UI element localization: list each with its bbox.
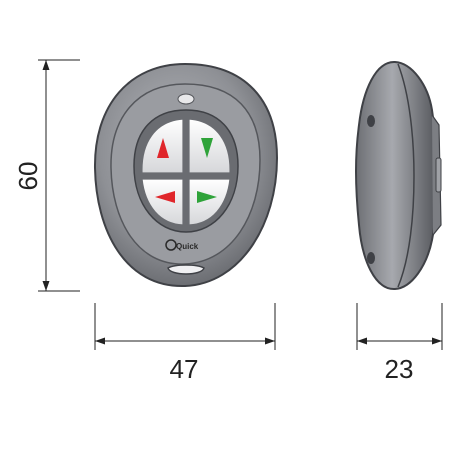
- height-dimension: 60: [13, 59, 80, 292]
- arrow-down-icon: [201, 138, 213, 158]
- arrow-right-icon: [265, 337, 275, 345]
- arrow-up-icon: [157, 138, 169, 158]
- button-left[interactable]: [141, 178, 184, 226]
- brand-logo: Quick: [165, 239, 199, 251]
- width-label: 47: [170, 354, 199, 384]
- side-hole-top: [367, 115, 375, 127]
- button-right[interactable]: [188, 178, 231, 226]
- height-label: 60: [13, 162, 43, 191]
- depth-label: 23: [385, 354, 414, 384]
- arrow-left-icon: [95, 337, 105, 345]
- arrow-up-icon: [42, 60, 50, 70]
- button-up[interactable]: [141, 118, 184, 174]
- arrow-left-icon: [155, 191, 175, 203]
- side-button-bump: [435, 157, 442, 193]
- arrow-right-icon: [432, 337, 442, 345]
- button-down[interactable]: [188, 118, 231, 174]
- side-hole-bottom: [367, 252, 375, 264]
- led-icon: [177, 93, 195, 105]
- side-seam: [397, 63, 415, 288]
- arrow-right-icon: [197, 191, 217, 203]
- arrow-down-icon: [42, 281, 50, 291]
- depth-dimension: 23: [356, 303, 443, 384]
- keyring-loop: [167, 264, 205, 275]
- logo-text: Quick: [176, 242, 199, 251]
- remote-side-view: [355, 60, 442, 291]
- width-dimension: 47: [94, 303, 276, 384]
- arrow-left-icon: [357, 337, 367, 345]
- remote-front-view: Quick: [93, 62, 279, 288]
- remote-side-body: [355, 60, 438, 291]
